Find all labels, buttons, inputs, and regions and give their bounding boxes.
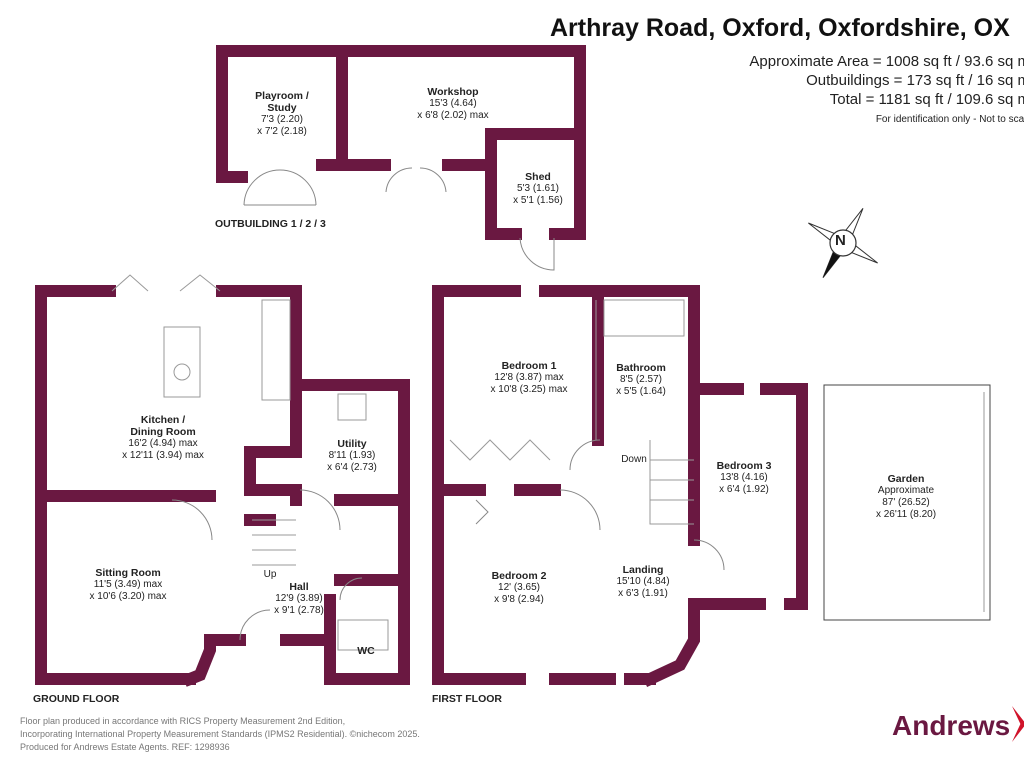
- room-dim: 8'11 (1.93): [328, 450, 376, 461]
- footer-line: Floor plan produced in accordance with R…: [20, 716, 346, 726]
- room-dim: 16'2 (4.94) max: [128, 438, 198, 449]
- room-name: Garden: [887, 473, 925, 485]
- approx-area: Approximate Area = 1008 sq ft / 93.6 sq …: [749, 53, 1024, 70]
- area-summary: Approximate Area = 1008 sq ft / 93.6 sq …: [630, 52, 1024, 109]
- ground-floor-label: GROUND FLOOR: [33, 693, 120, 705]
- room-name: Landing: [622, 564, 664, 576]
- outbuilding-label: OUTBUILDING 1 / 2 / 3: [215, 218, 326, 230]
- stairs-up-label: Up: [263, 569, 277, 580]
- room-dim: 8'5 (2.57): [620, 374, 662, 385]
- ground-floor-fixtures: [111, 274, 389, 651]
- room-dim: 12'8 (3.87) max: [494, 372, 564, 383]
- room-dim: 87' (26.52): [882, 497, 930, 508]
- first-floor-walls: [432, 285, 808, 687]
- room-utility: Utility 8'11 (1.93) x 6'4 (2.73): [327, 438, 377, 474]
- first-floor-fixtures: [449, 299, 725, 571]
- room-hall: Hall 12'9 (3.89) x 9'1 (2.78): [274, 581, 324, 617]
- room-name: Bedroom 2: [491, 570, 547, 582]
- room-name: Dining Room: [130, 426, 196, 438]
- room-bedroom-1: Bedroom 1 12'8 (3.87) max x 10'8 (3.25) …: [491, 360, 568, 396]
- scale-note: For identification only - Not to scale: [875, 114, 1024, 125]
- total-area: Total = 1181 sq ft / 109.6 sq m: [829, 91, 1024, 108]
- room-name: Bedroom 1: [501, 360, 557, 372]
- room-bedroom-3: Bedroom 3 13'8 (4.16) x 6'4 (1.92): [717, 460, 772, 496]
- room-shed: Shed 5'3 (1.61) x 5'1 (1.56): [513, 171, 563, 207]
- room-dim: x 6'8 (2.02) max: [417, 110, 489, 121]
- room-dim: x 9'1 (2.78): [274, 605, 324, 616]
- brand-logo: Andrews: [892, 710, 1011, 741]
- room-dim: x 5'5 (1.64): [616, 386, 666, 397]
- room-name: Kitchen /: [140, 414, 186, 426]
- room-dim: x 12'11 (3.94) max: [122, 450, 204, 461]
- property-title: Arthray Road, Oxford, Oxfordshire, OX: [550, 14, 1010, 42]
- room-dim: x 6'4 (1.92): [719, 484, 769, 495]
- room-dim: 15'10 (4.84): [616, 576, 670, 587]
- room-dim: 12'9 (3.89): [275, 593, 323, 604]
- footer-line: Incorporating International Property Mea…: [20, 729, 420, 739]
- room-dim: x 5'1 (1.56): [513, 195, 563, 206]
- outbuilding-walls: [216, 45, 586, 240]
- first-floor-label: FIRST FLOOR: [432, 693, 502, 705]
- room-name: Study: [267, 102, 297, 114]
- room-dim: x 10'8 (3.25) max: [490, 384, 568, 395]
- room-name: Playroom /: [255, 90, 309, 102]
- outbuilding-doors: [243, 167, 555, 271]
- room-workshop: Workshop 15'3 (4.64) x 6'8 (2.02) max: [417, 86, 488, 122]
- garden-outline: [823, 384, 991, 621]
- room-name: Bedroom 3: [716, 460, 772, 472]
- room-dim: 11'5 (3.49) max: [93, 579, 163, 590]
- room-dim: x 6'4 (2.73): [327, 462, 377, 473]
- room-landing: Landing 15'10 (4.84) x 6'3 (1.91): [616, 564, 669, 600]
- room-name: Workshop: [427, 86, 479, 98]
- ground-floor-walls: [35, 285, 410, 687]
- room-dim: x 6'3 (1.91): [618, 588, 668, 599]
- outbuildings-area: Outbuildings = 173 sq ft / 16 sq m: [806, 72, 1024, 89]
- room-dim: x 10'6 (3.20) max: [89, 591, 167, 602]
- room-sitting: Sitting Room 11'5 (3.49) max x 10'6 (3.2…: [90, 567, 167, 603]
- room-dim: x 26'11 (8.20): [875, 509, 937, 520]
- room-playroom: Playroom / Study 7'3 (2.20) x 7'2 (2.18): [255, 90, 309, 138]
- room-dim: 5'3 (1.61): [517, 183, 559, 194]
- room-name: Bathroom: [616, 362, 666, 374]
- footer-line: Produced for Andrews Estate Agents. REF:…: [20, 742, 230, 752]
- garden-label: Garden Approximate 87' (26.52) x 26'11 (…: [876, 473, 936, 521]
- room-name: WC: [357, 645, 375, 657]
- room-dim: x 9'8 (2.94): [494, 594, 544, 605]
- room-dim: 15'3 (4.64): [429, 98, 477, 109]
- room-dim: 13'8 (4.16): [720, 472, 768, 483]
- room-dim: 7'3 (2.20): [261, 114, 303, 125]
- room-kitchen: Kitchen / Dining Room 16'2 (4.94) max x …: [122, 414, 204, 462]
- compass-icon: N: [798, 198, 888, 293]
- room-wc: WC: [357, 645, 375, 657]
- room-dim: x 7'2 (2.18): [257, 126, 307, 137]
- room-name: Utility: [337, 438, 367, 450]
- compass-north-letter: N: [835, 232, 846, 249]
- room-dim: 12' (3.65): [498, 582, 540, 593]
- room-bathroom: Bathroom 8'5 (2.57) x 5'5 (1.64): [616, 362, 666, 398]
- room-bedroom-2: Bedroom 2 12' (3.65) x 9'8 (2.94): [492, 570, 547, 606]
- room-name: Sitting Room: [95, 567, 161, 579]
- room-dim: Approximate: [877, 485, 935, 496]
- footer-disclaimer: Floor plan produced in accordance with R…: [20, 715, 420, 754]
- stairs-down-label: Down: [621, 454, 647, 465]
- room-name: Shed: [525, 171, 551, 183]
- room-name: Hall: [289, 581, 309, 593]
